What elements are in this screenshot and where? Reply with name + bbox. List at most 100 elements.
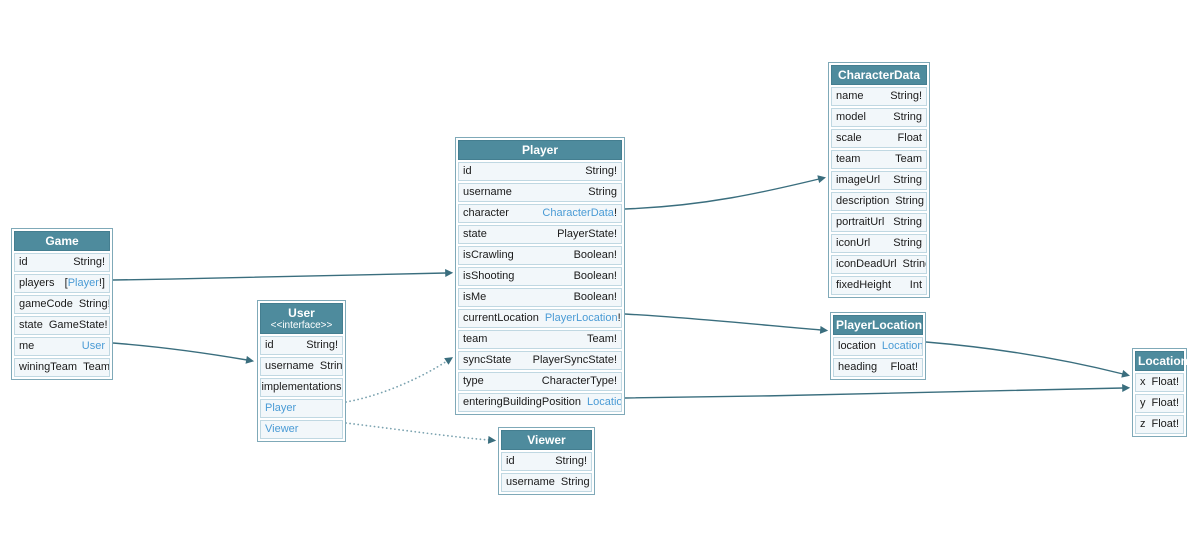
field-type: PlayerLocation! — [545, 310, 621, 327]
field-name: currentLocation — [463, 312, 539, 324]
type-link-location[interactable]: Location — [587, 396, 622, 408]
field-name: type — [463, 375, 484, 387]
field-row-me[interactable]: me User — [14, 337, 110, 356]
type-link-playerlocation[interactable]: PlayerLocation — [544, 312, 618, 324]
field-type: String! — [73, 254, 105, 271]
field-type: Float — [898, 130, 922, 147]
field-row-enteringBuildingPosition[interactable]: enteringBuildingPositionLocation — [458, 393, 622, 412]
type-link-location[interactable]: Location — [881, 340, 923, 352]
field-row-id[interactable]: id String! — [260, 336, 343, 355]
field-name: id — [506, 455, 515, 467]
field-row-x[interactable]: x Float! — [1135, 373, 1184, 392]
type-link-player[interactable]: Player — [67, 277, 99, 289]
type-text: [ — [64, 277, 68, 289]
field-row-description[interactable]: description String — [831, 192, 927, 211]
field-type: Float! — [1152, 416, 1180, 433]
type-text: String — [893, 111, 922, 123]
type-table-user: User<<interface>> id String! usernameString… — [257, 300, 346, 442]
field-type: String — [902, 256, 926, 273]
type-text: Int — [909, 279, 922, 291]
edge-user-player-to-player — [345, 357, 454, 403]
type-link-player[interactable]: Player — [265, 402, 297, 414]
type-text: Team! — [587, 333, 617, 345]
field-name: description — [836, 195, 890, 207]
table-header-characterdata[interactable]: CharacterData — [831, 65, 927, 85]
field-name: y — [1140, 397, 1146, 409]
field-name: id — [265, 339, 274, 351]
field-type: Float! — [1152, 374, 1180, 391]
implementation-row-viewer[interactable]: Viewer — [260, 420, 343, 439]
field-name: heading — [838, 361, 878, 373]
field-name: syncState — [463, 354, 512, 366]
type-link-characterdata[interactable]: CharacterData — [542, 207, 614, 219]
field-row-id[interactable]: id String! — [501, 452, 592, 471]
type-text: Team — [83, 361, 110, 373]
table-header-user[interactable]: User<<interface>> — [260, 303, 343, 334]
field-row-iconDeadUrl[interactable]: iconDeadUrl String — [831, 255, 927, 274]
type-text: String — [895, 195, 924, 207]
type-text: String! — [306, 339, 338, 351]
field-name: username — [265, 360, 314, 372]
field-row-currentLocation[interactable]: currentLocation PlayerLocation! — [458, 309, 622, 328]
field-type: Int — [910, 277, 922, 294]
field-name: players — [19, 277, 55, 289]
implementation-row-player[interactable]: Player — [260, 399, 343, 418]
field-name: me — [19, 340, 35, 352]
field-type: String! — [555, 453, 587, 470]
table-header-game[interactable]: Game — [14, 231, 110, 251]
field-name: username — [506, 476, 555, 488]
table-header-viewer[interactable]: Viewer — [501, 430, 592, 450]
type-link-viewer[interactable]: Viewer — [265, 423, 299, 435]
field-name: x — [1140, 376, 1146, 388]
field-row-portraitUrl[interactable]: portraitUrl String — [831, 213, 927, 232]
field-row-model[interactable]: model String — [831, 108, 927, 127]
field-row-team[interactable]: team Team! — [458, 330, 622, 349]
type-text: String — [893, 216, 922, 228]
table-title: Game — [45, 234, 79, 248]
field-name: iconDeadUrl — [836, 258, 897, 270]
table-header-player[interactable]: Player — [458, 140, 622, 160]
table-header-playerlocation[interactable]: PlayerLocation — [833, 315, 923, 335]
type-text: String! — [890, 90, 922, 102]
field-name: team — [463, 333, 488, 345]
type-text: String — [588, 186, 617, 198]
field-type: Team! — [587, 331, 617, 348]
type-text: !] — [98, 277, 105, 289]
table-header-location[interactable]: Location — [1135, 351, 1188, 371]
field-type: String — [893, 172, 922, 189]
field-name: model — [836, 111, 866, 123]
field-name: portraitUrl — [836, 216, 885, 228]
type-link-user[interactable]: User — [81, 340, 105, 352]
field-type: GameState! — [49, 317, 108, 334]
edge-game-players-to-player — [112, 269, 454, 281]
type-text: String — [902, 258, 926, 270]
field-row-players[interactable]: players [Player!] — [14, 274, 110, 293]
